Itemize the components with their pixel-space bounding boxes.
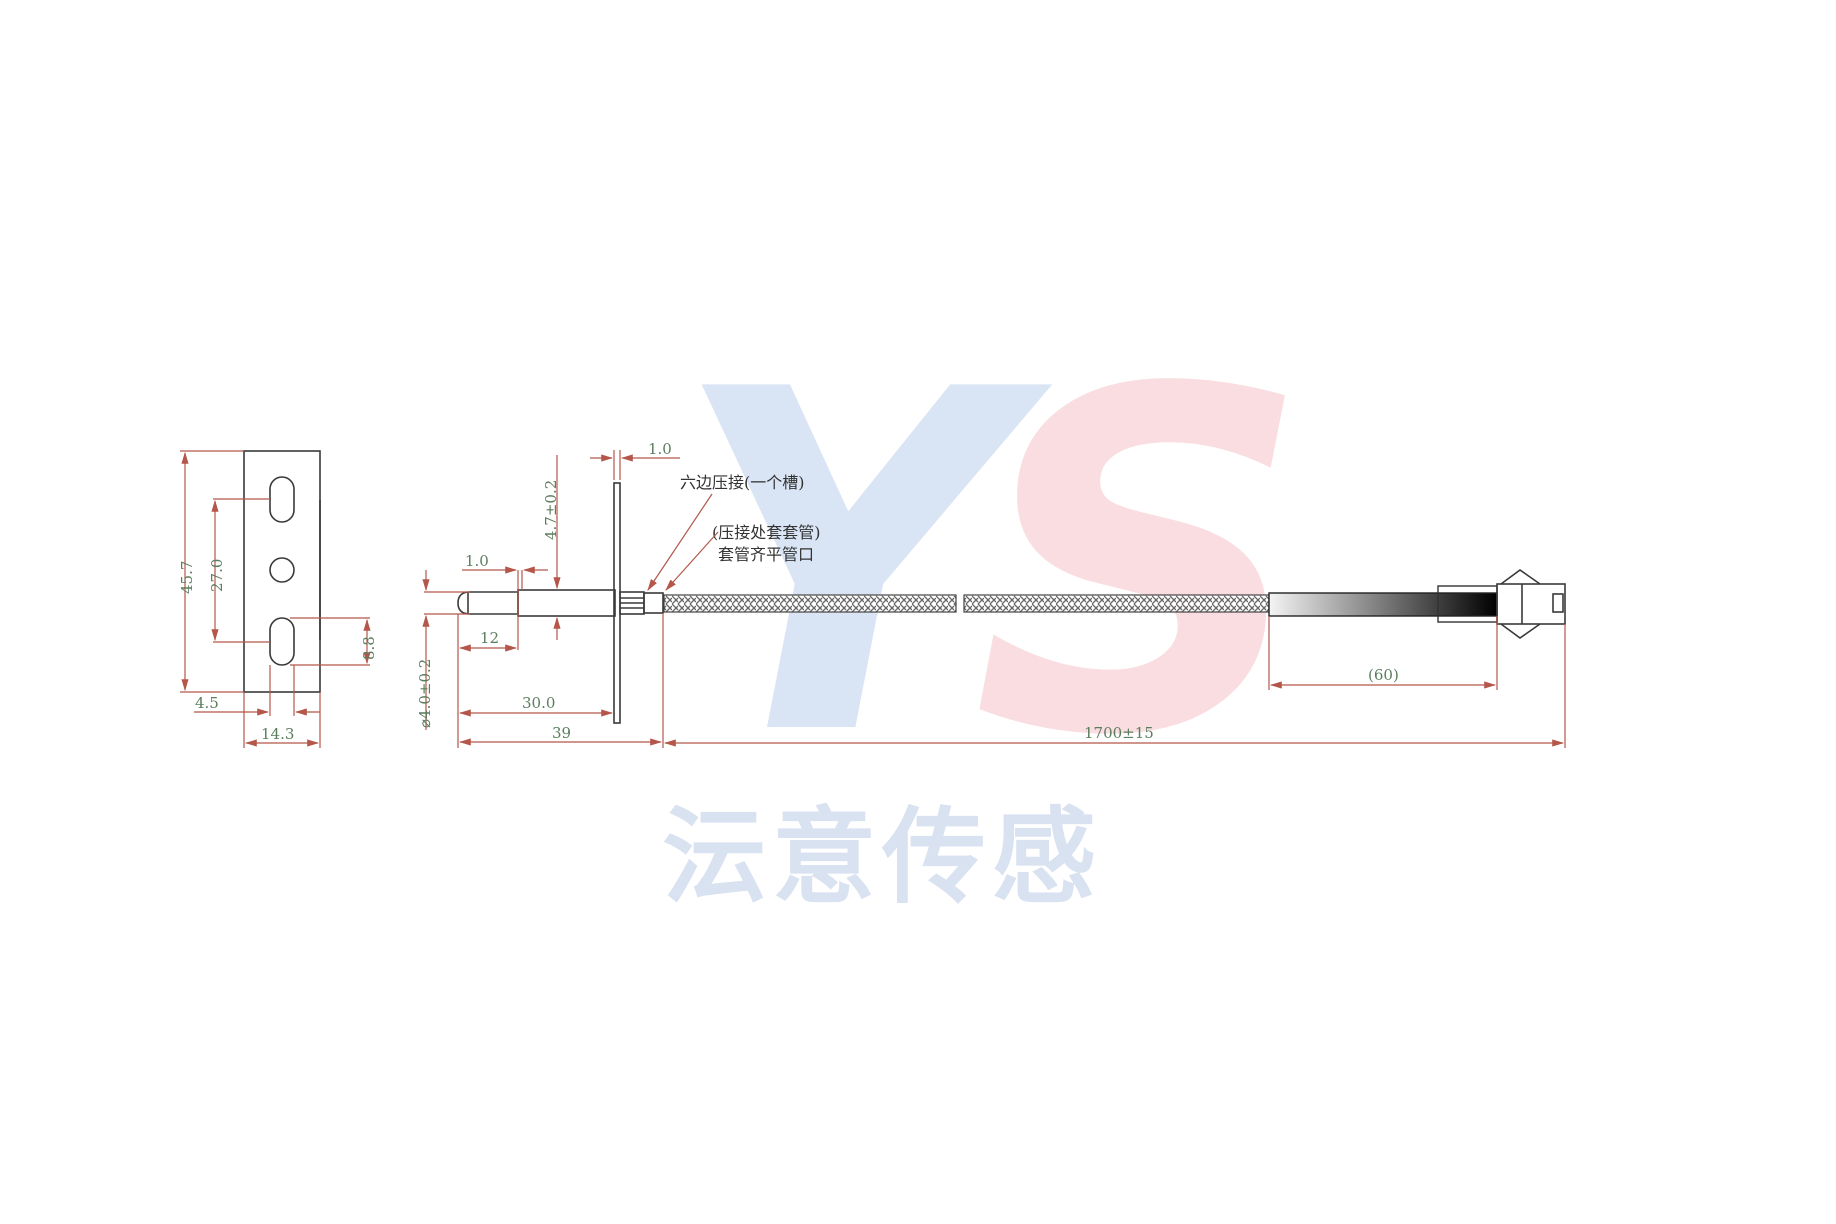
bracket-slot-top	[269, 476, 295, 523]
crimp-sleeve	[643, 592, 664, 614]
bracket-view: 45.7 27.0 8.8 4.5 14.3	[178, 450, 378, 748]
dim-flange-thickness: 1.0	[648, 440, 672, 458]
connector	[1496, 569, 1566, 639]
dim-sleeve-length: (60)	[1368, 666, 1399, 684]
braided-cable-2	[963, 594, 1270, 613]
dim-flange-height: 4.7±0.2	[542, 480, 560, 540]
dim-probe-diameter: ⌀4.0±0.2	[416, 659, 434, 728]
dim-hole-spacing: 27.0	[208, 559, 226, 592]
callout-notes: 六边压接(一个槽) (压接处套套管) 套管齐平管口	[647, 473, 821, 591]
dim-slot-length: 8.8	[360, 636, 378, 660]
note-sleeve-line2: 套管齐平管口	[718, 545, 814, 564]
dim-bracket-height: 45.7	[178, 561, 196, 594]
bracket-hole	[269, 557, 295, 583]
dim-total-probe: 39	[552, 724, 571, 742]
probe-view	[457, 482, 1566, 724]
dim-to-flange: 30.0	[522, 694, 555, 712]
probe-body	[517, 589, 616, 617]
dim-cable-length: 1700±15	[1084, 724, 1154, 742]
note-sleeve-line1: (压接处套套管)	[712, 523, 821, 542]
heat-shrink-sleeve	[1268, 592, 1498, 617]
bracket-plate	[243, 450, 321, 693]
cable-dimensions: 1700±15 (60)	[663, 616, 1566, 748]
probe-dimensions: ⌀4.0±0.2 1.0 12 4.7±0.2 1.0 30.0 39	[416, 440, 680, 748]
bracket-slot-bottom	[269, 617, 295, 666]
note-hex-crimp: 六边压接(一个槽)	[680, 473, 805, 492]
dim-tip-chamfer: 1.0	[465, 552, 489, 570]
probe-tip	[457, 591, 519, 615]
dim-tip-length: 12	[480, 629, 499, 647]
braided-cable-1	[663, 594, 957, 613]
dim-edge-offset: 4.5	[195, 694, 219, 712]
dim-bracket-width: 14.3	[261, 725, 294, 743]
